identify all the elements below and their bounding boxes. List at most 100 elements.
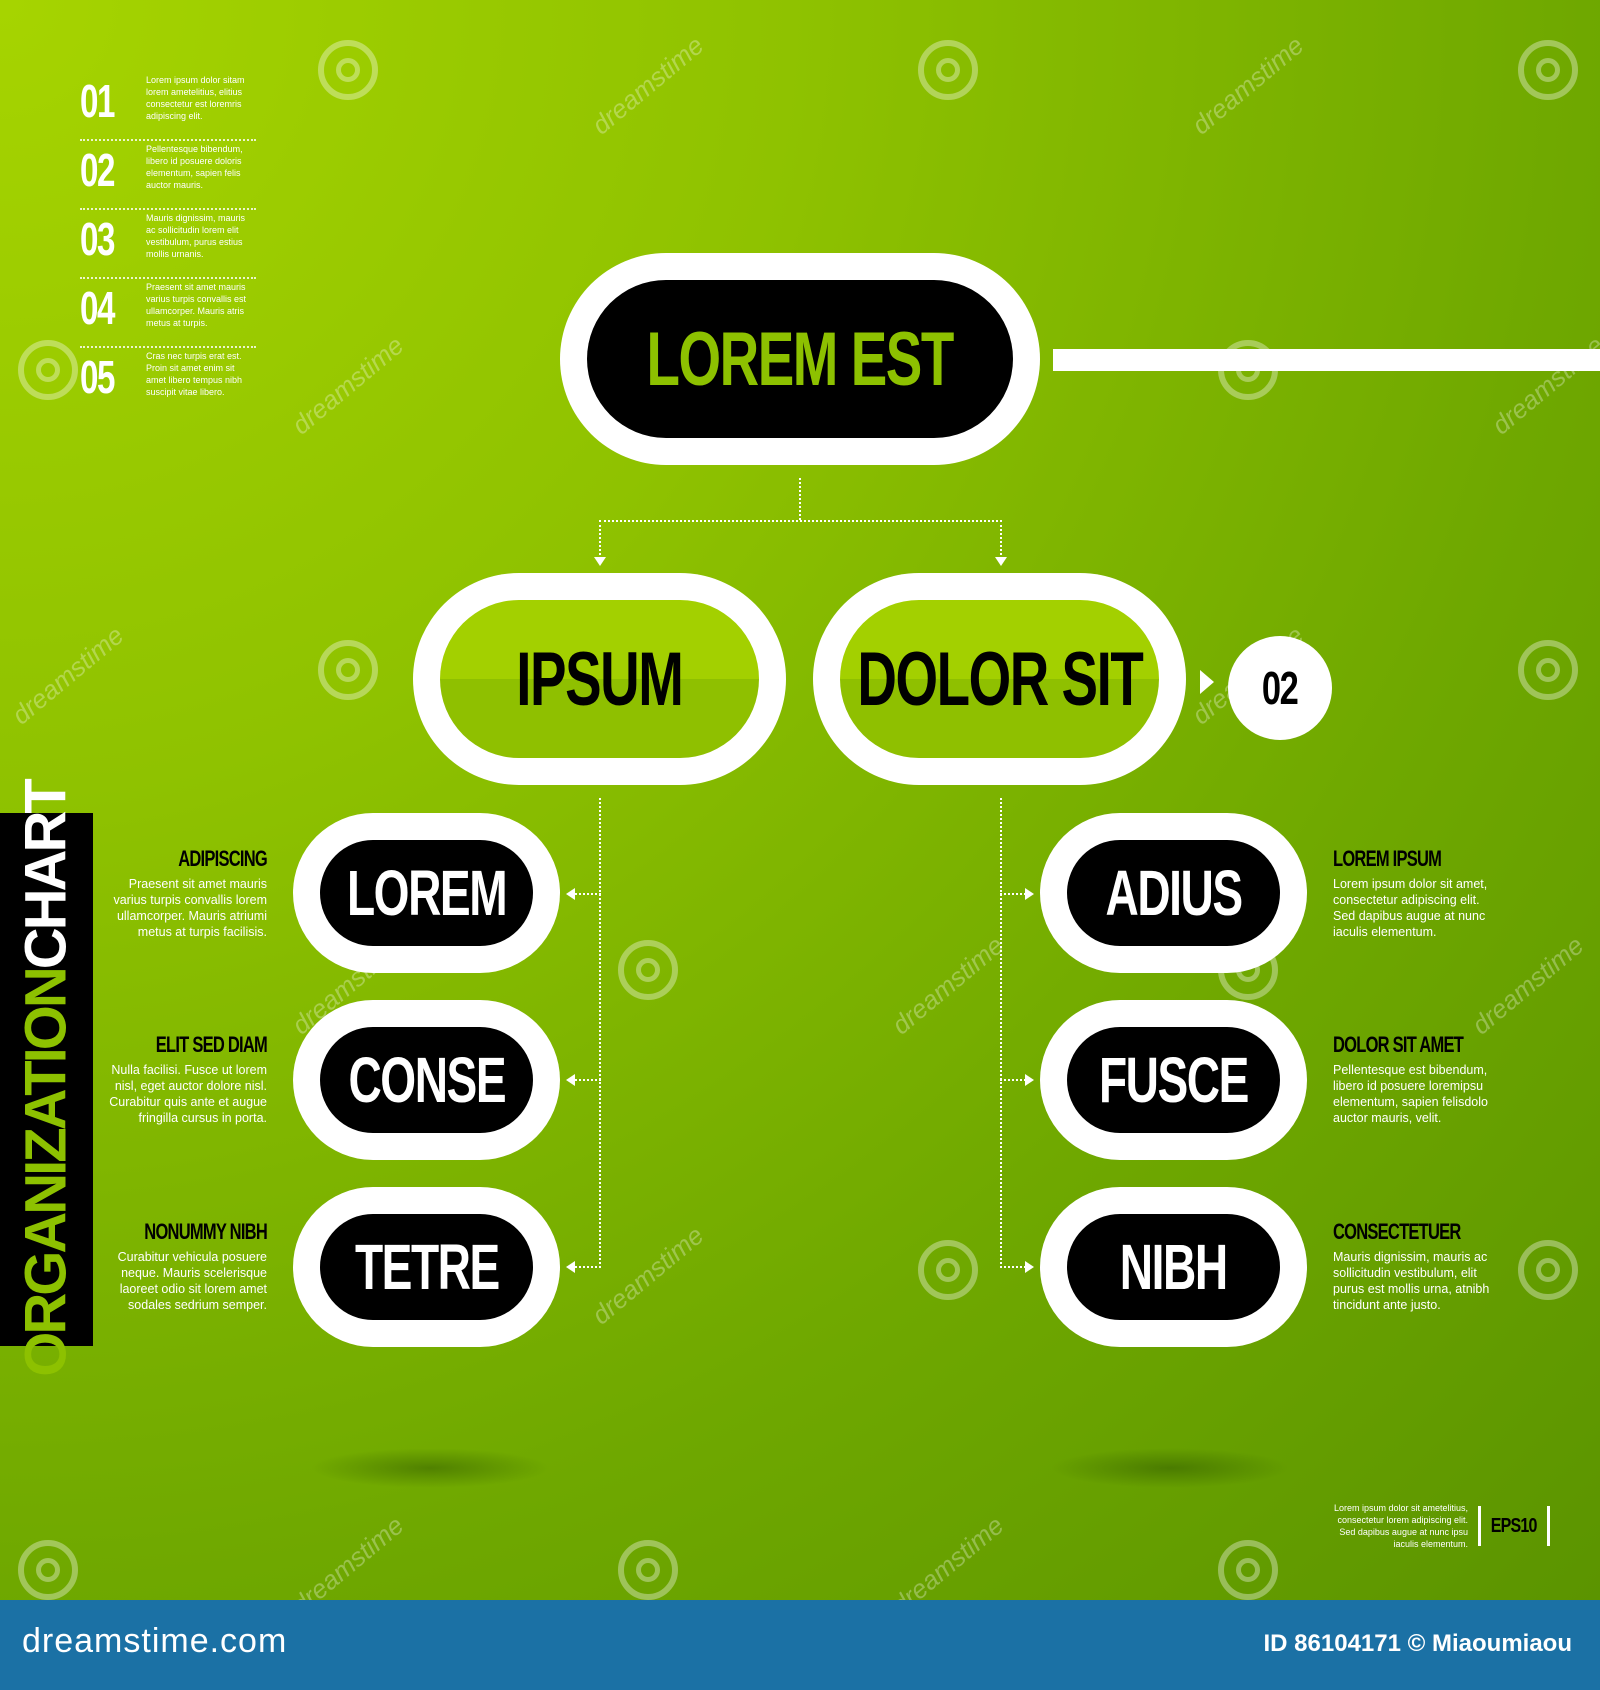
- description-l1: ADIPISCING Praesent sit amet mauris vari…: [97, 846, 267, 940]
- watermark-spiral-icon: [1518, 40, 1578, 100]
- list-number: 03: [80, 213, 115, 265]
- node-r3[interactable]: NIBH: [1040, 1187, 1307, 1347]
- list-number: 02: [80, 144, 115, 196]
- connector-line: [1000, 893, 1026, 895]
- list-item: 02 Pellentesque bibendum, libero id posu…: [80, 141, 256, 210]
- arrow-left-icon: [566, 1074, 575, 1086]
- node-r1[interactable]: ADIUS: [1040, 813, 1307, 973]
- title-part-chart: CHART: [13, 781, 79, 970]
- node-r1-label: ADIUS: [1105, 857, 1243, 929]
- arrow-down-icon: [995, 557, 1007, 566]
- watermark-text: dreamstime: [1485, 329, 1600, 441]
- node-l2[interactable]: CONSE: [293, 1000, 560, 1160]
- watermark-text: dreamstime: [885, 929, 1010, 1041]
- node-l3-label: TETRE: [354, 1231, 500, 1303]
- arrow-down-icon: [594, 557, 606, 566]
- description-r3: CONSECTETUER Mauris dignissim, mauris ac…: [1333, 1219, 1503, 1313]
- watermark-spiral-icon: [18, 1540, 78, 1600]
- node-left[interactable]: IPSUM: [413, 573, 786, 785]
- list-number: 04: [80, 282, 115, 334]
- node-l1-label: LOREM: [346, 857, 508, 929]
- arrow-right-icon: [1025, 888, 1034, 900]
- node-root[interactable]: LOREM EST: [560, 253, 1040, 465]
- list-number: 05: [80, 351, 115, 403]
- description-r1: LOREM IPSUM Lorem ipsum dolor sit amet, …: [1333, 846, 1503, 940]
- connector-line: [1000, 520, 1002, 555]
- watermark-spiral-icon: [1218, 1540, 1278, 1600]
- description-text: Praesent sit amet mauris varius turpis c…: [113, 877, 267, 939]
- footer-image-id: ID 86104171 © Miaoumiaou: [1263, 1630, 1572, 1657]
- description-l3: NONUMMY NIBH Curabitur vehicula posuere …: [97, 1219, 268, 1313]
- node-l1[interactable]: LOREM: [293, 813, 560, 973]
- watermark-spiral-icon: [1518, 640, 1578, 700]
- description-heading: ADIPISCING: [178, 846, 268, 871]
- description-heading: DOLOR SIT AMET: [1333, 1032, 1464, 1057]
- root-connector-bar: [1053, 349, 1600, 371]
- node-r2-label: FUSCE: [1099, 1044, 1249, 1116]
- node-r2[interactable]: FUSCE: [1040, 1000, 1307, 1160]
- node-l2-label: CONSE: [348, 1044, 506, 1116]
- step-badge-label: 02: [1262, 662, 1299, 714]
- watermark-spiral-icon: [618, 940, 678, 1000]
- watermark-spiral-icon: [918, 40, 978, 100]
- title-part-organization: ORGANIZATION: [13, 969, 79, 1377]
- node-right[interactable]: DOLOR SIT: [813, 573, 1186, 785]
- connector-line: [575, 1079, 601, 1081]
- description-heading: CONSECTETUER: [1333, 1219, 1461, 1244]
- chart-title: ORGANIZATIONCHART: [13, 781, 80, 1377]
- footer-bar: dreamstime.com ID 86104171 © Miaoumiaou: [0, 1600, 1600, 1690]
- list-item: 01 Lorem ipsum dolor sitam lorem ameteli…: [80, 72, 256, 141]
- connector-line: [1000, 1079, 1026, 1081]
- arrow-right-icon: [1025, 1261, 1034, 1273]
- list-text: Cras nec turpis erat est. Proin sit amet…: [146, 351, 243, 397]
- eps-badge: EPS10: [1478, 1506, 1550, 1546]
- description-text: Lorem ipsum dolor sit amet, consectetur …: [1333, 877, 1488, 939]
- connector-line: [599, 798, 601, 1268]
- description-heading: NONUMMY NIBH: [144, 1219, 267, 1244]
- watermark-text: dreamstime: [885, 1509, 1010, 1600]
- drop-shadow: [310, 1448, 550, 1488]
- eps-label: EPS10: [1491, 1514, 1538, 1537]
- arrow-left-icon: [566, 888, 575, 900]
- connector-line: [799, 478, 801, 520]
- list-text: Pellentesque bibendum, libero id posuere…: [146, 144, 243, 190]
- numbered-list: 01 Lorem ipsum dolor sitam lorem ameteli…: [80, 72, 256, 415]
- connector-line: [575, 1266, 601, 1268]
- node-l3[interactable]: TETRE: [293, 1187, 560, 1347]
- description-heading: ELIT SED DIAM: [155, 1032, 268, 1057]
- list-item: 05 Cras nec turpis erat est. Proin sit a…: [80, 348, 256, 415]
- watermark-text: dreamstime: [285, 1509, 410, 1600]
- description-text: Pellentesque est bibendum, libero id pos…: [1333, 1063, 1488, 1125]
- arrow-left-icon: [566, 1261, 575, 1273]
- watermark-spiral-icon: [918, 1240, 978, 1300]
- title-bar: ORGANIZATIONCHART: [0, 781, 93, 1377]
- connector-line: [1000, 798, 1002, 1268]
- watermark-text: dreamstime: [285, 329, 410, 441]
- description-text: Mauris dignissim, mauris ac sollicitudin…: [1333, 1250, 1490, 1312]
- description-heading: LOREM IPSUM: [1333, 846, 1442, 871]
- list-text: Lorem ipsum dolor sitam lorem ametelitiu…: [146, 75, 245, 121]
- list-text: Mauris dignissim, mauris ac sollicitudin…: [146, 213, 246, 259]
- list-item: 04 Praesent sit amet mauris varius turpi…: [80, 279, 256, 348]
- list-text: Praesent sit amet mauris varius turpis c…: [146, 282, 247, 328]
- list-number: 01: [80, 75, 115, 127]
- watermark-spiral-icon: [1518, 1240, 1578, 1300]
- footer-logo[interactable]: dreamstime.com: [22, 1622, 288, 1660]
- node-r3-label: NIBH: [1120, 1231, 1228, 1303]
- connector-line: [575, 893, 601, 895]
- arrow-right-icon: [1025, 1074, 1034, 1086]
- step-badge: 02: [1228, 636, 1332, 740]
- drop-shadow: [1050, 1448, 1290, 1488]
- description-l2: ELIT SED DIAM Nulla facilisi. Fusce ut l…: [97, 1032, 268, 1126]
- watermark-spiral-icon: [318, 40, 378, 100]
- list-item: 03 Mauris dignissim, mauris ac sollicitu…: [80, 210, 256, 279]
- watermark-spiral-icon: [318, 640, 378, 700]
- connector-line: [1000, 1266, 1026, 1268]
- watermark-text: dreamstime: [1465, 929, 1590, 1041]
- watermark-text: dreamstime: [5, 619, 130, 731]
- node-left-label: IPSUM: [516, 636, 684, 722]
- watermark-text: dreamstime: [1185, 29, 1310, 141]
- description-r2: DOLOR SIT AMET Pellentesque est bibendum…: [1333, 1032, 1503, 1126]
- description-text: Curabitur vehicula posuere neque. Mauris…: [117, 1250, 267, 1312]
- watermark-spiral-icon: [618, 1540, 678, 1600]
